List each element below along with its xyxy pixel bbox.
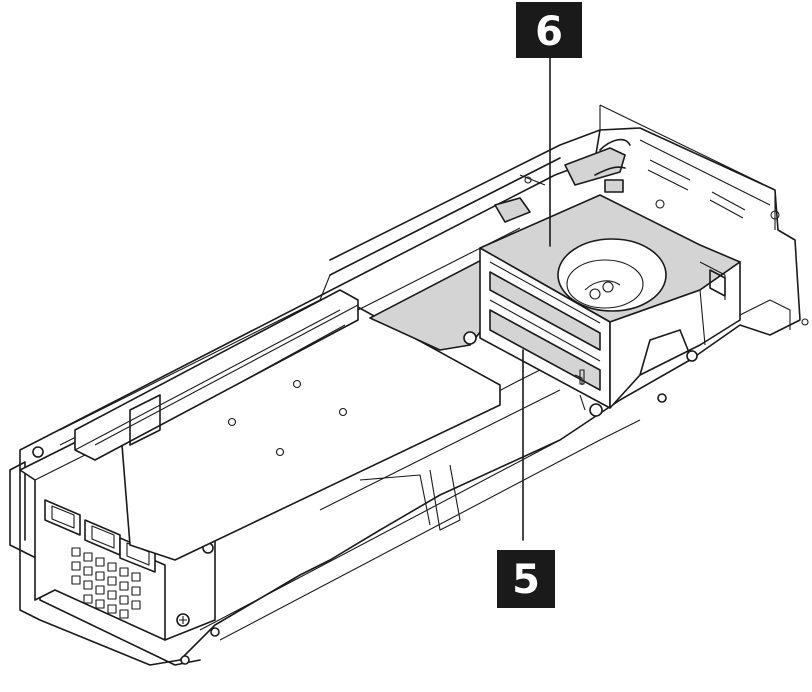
callout-6-label: 6 — [535, 9, 563, 55]
callout-5-box — [497, 550, 555, 608]
riser-slot — [74, 289, 359, 461]
vent-grid — [71, 547, 141, 619]
callout-5-label: 5 — [512, 557, 540, 603]
callout-5: 5 — [497, 550, 555, 608]
callout-leaders — [522, 55, 551, 541]
cage-module — [463, 194, 741, 417]
callout-6-box — [516, 2, 582, 58]
cables — [494, 138, 665, 223]
callout-6: 6 — [516, 2, 582, 58]
network-ports — [44, 499, 156, 573]
